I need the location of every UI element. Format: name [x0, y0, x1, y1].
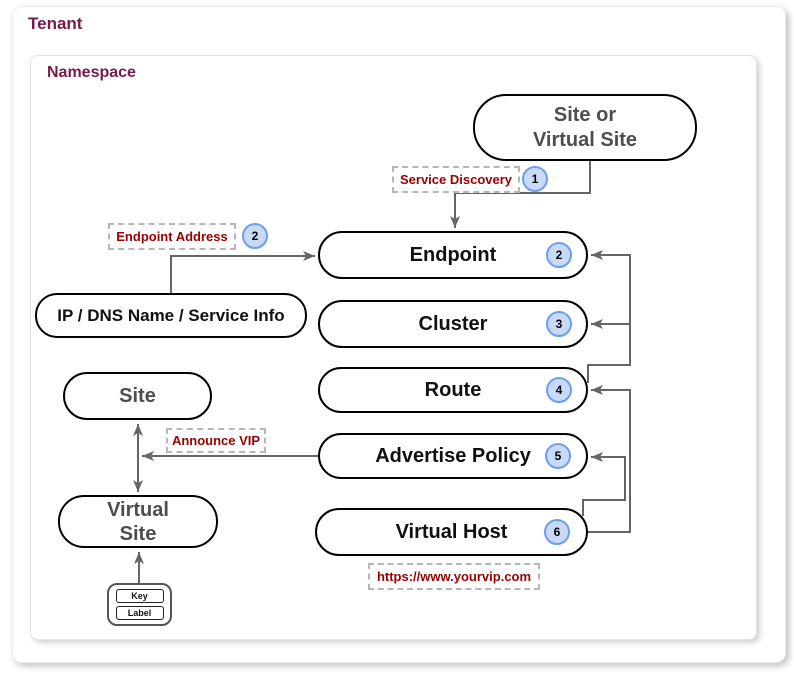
- key-label-legend: Key Label: [107, 583, 172, 626]
- node-cluster: Cluster: [318, 300, 588, 348]
- connector-ipdns-to-endpoint: [170, 251, 315, 293]
- route-step-badge: 4: [546, 377, 572, 403]
- step-badge-2-endpoint-address: 2: [242, 223, 268, 249]
- cluster-step-badge: 3: [546, 311, 572, 337]
- node-endpoint: Endpoint: [318, 231, 588, 279]
- step-badge-1: 1: [522, 166, 548, 192]
- node-route: Route: [318, 367, 588, 413]
- annotation-endpoint-address: Endpoint Address: [108, 223, 236, 250]
- node-site: Site: [63, 372, 212, 420]
- annotation-vip-url: https://www.yourvip.com: [368, 563, 540, 590]
- annotation-service-discovery: Service Discovery: [392, 166, 520, 193]
- connector-route-to-endpoint: [587, 250, 631, 383]
- legend-label-chip: Label: [115, 606, 164, 620]
- node-virtual-site: Virtual Site: [58, 495, 218, 548]
- legend-key-chip: Key: [115, 589, 164, 603]
- node-ip-dns-service-info: IP / DNS Name / Service Info: [35, 293, 307, 338]
- connector-sovs-to-endpoint: [450, 161, 591, 228]
- advertise-policy-step-badge: 5: [545, 443, 571, 469]
- virtual-host-step-badge: 6: [544, 519, 570, 545]
- connector-vhost-to-advertise-policy: [582, 452, 626, 516]
- node-advertise-policy: Advertise Policy: [318, 433, 588, 479]
- node-virtual-host: Virtual Host: [315, 508, 588, 556]
- connector-vhost-to-route: [584, 385, 631, 533]
- tenant-title: Tenant: [28, 14, 83, 33]
- endpoint-step-badge: 2: [546, 242, 572, 268]
- annotation-announce-vip: Announce VIP: [166, 428, 266, 453]
- namespace-title: Namespace: [47, 64, 136, 81]
- node-site-or-virtual-site: Site or Virtual Site: [473, 94, 697, 161]
